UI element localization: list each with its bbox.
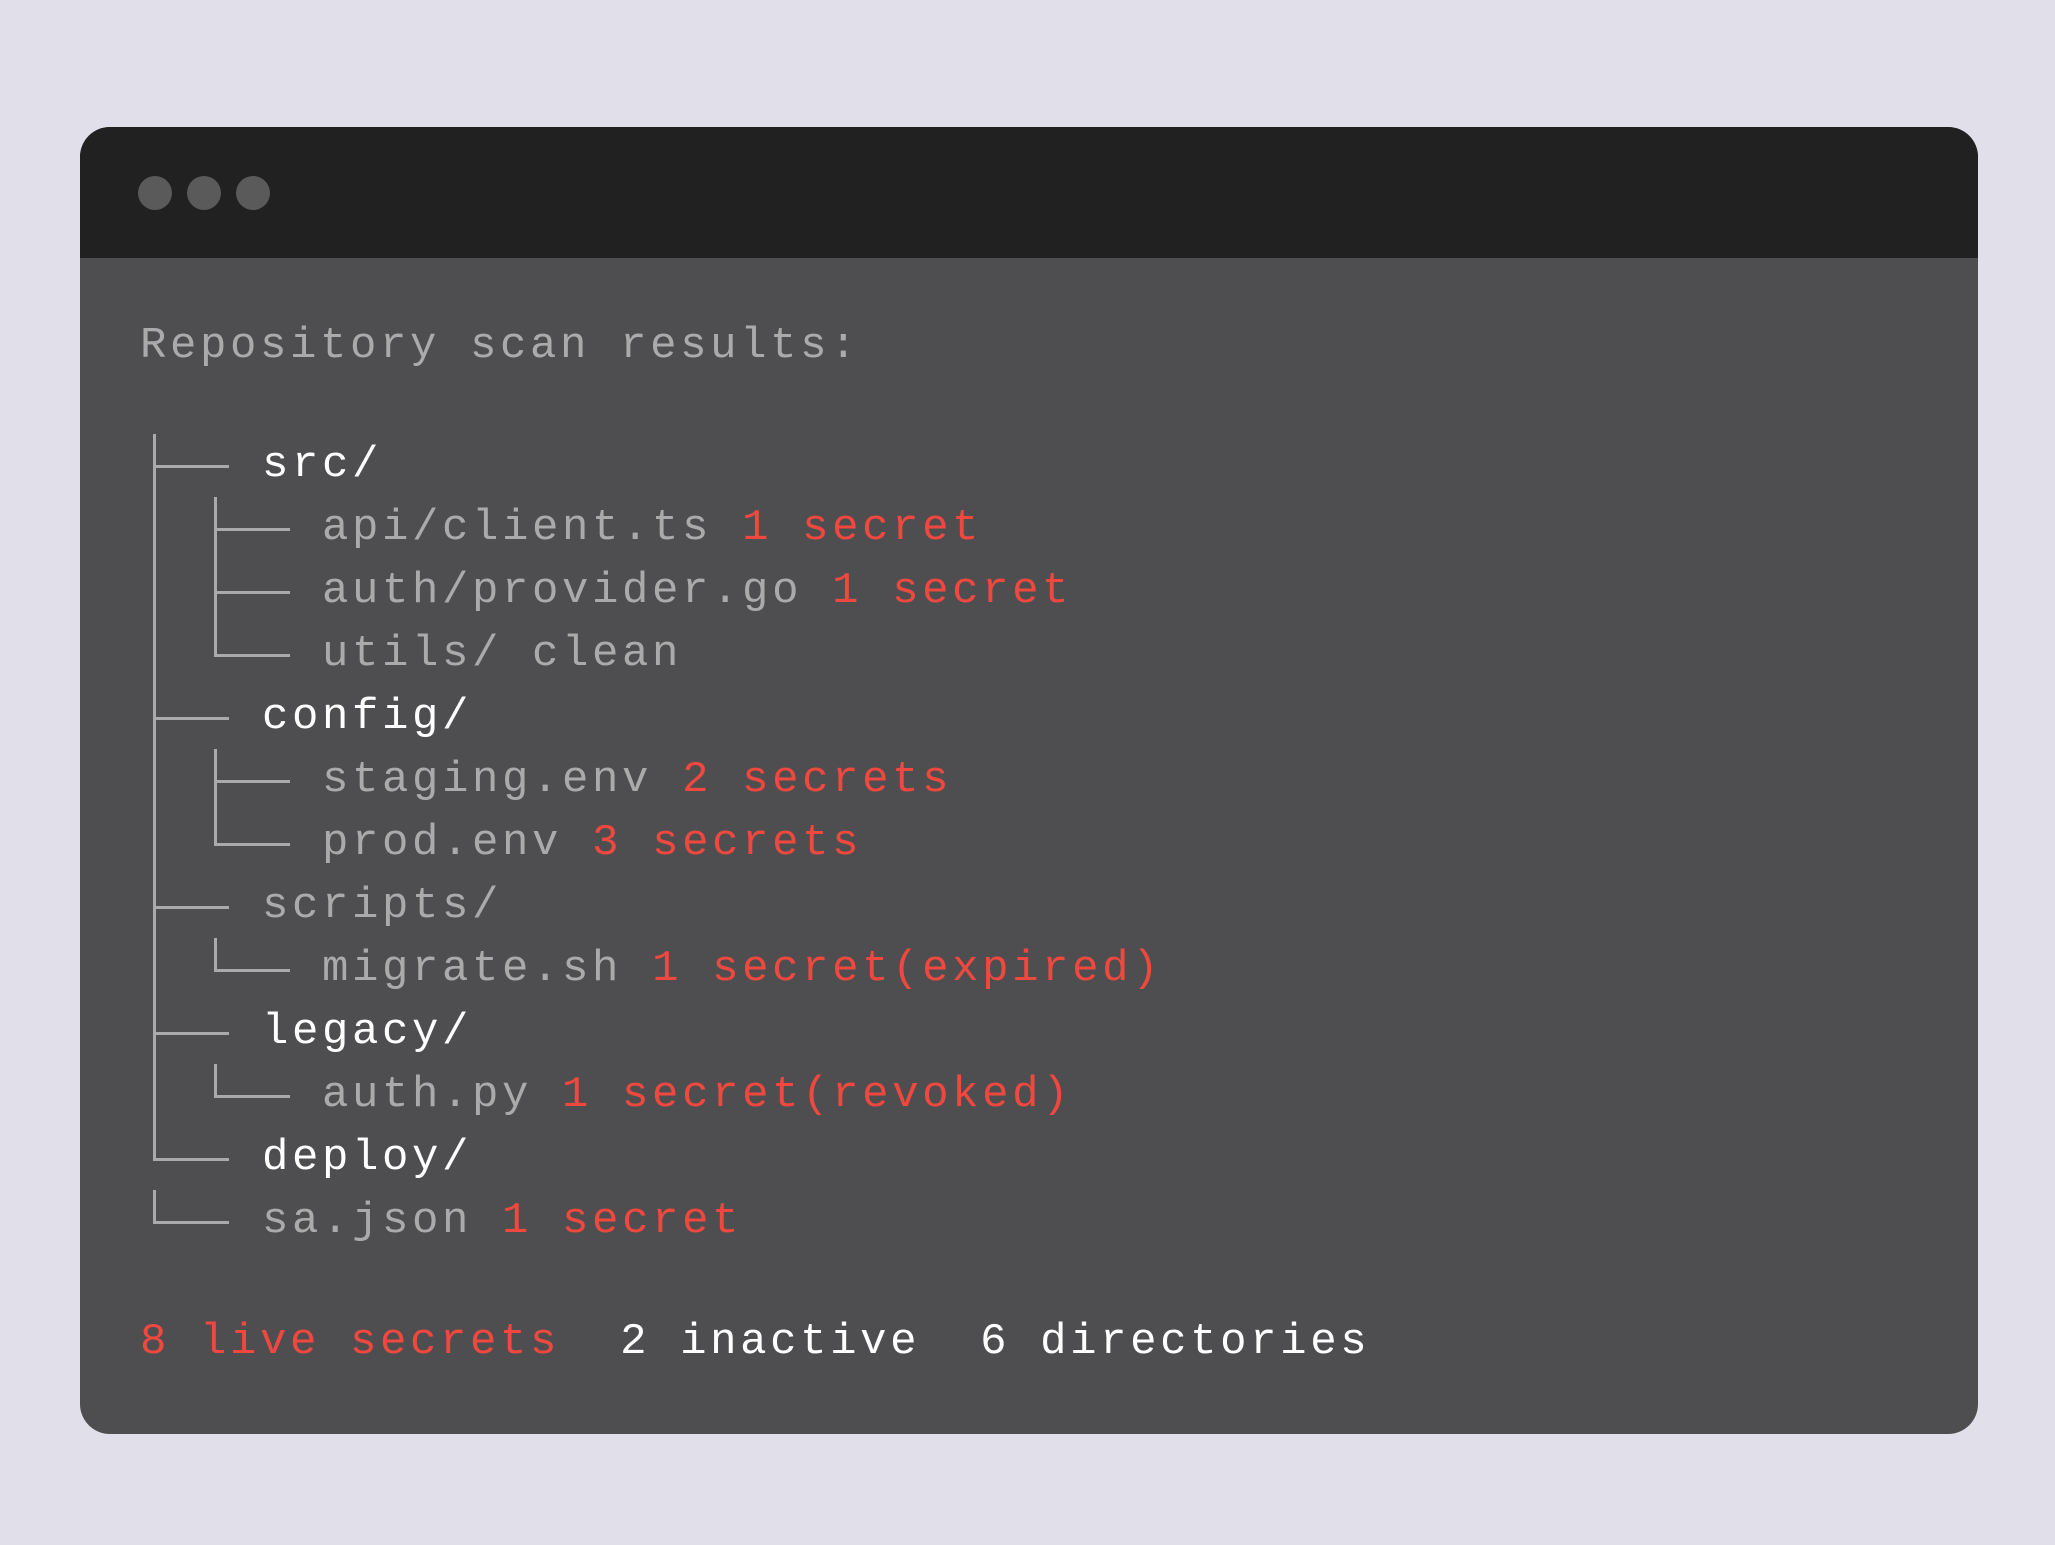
tree-connector-horizontal — [214, 968, 290, 972]
file-entry[interactable]: utils/ clean — [322, 623, 682, 686]
tree-connector-vertical — [214, 1064, 217, 1097]
tree-row: src/ — [80, 434, 1978, 497]
tree-row: sa.json 1 secret — [80, 1190, 1978, 1253]
terminal-window: Repository scan results: src/api/client.… — [80, 127, 1978, 1434]
tree-row: staging.env 2 secrets — [80, 749, 1978, 812]
tree-connector-passthrough — [153, 1064, 156, 1127]
secret-status: 1 secret — [742, 503, 983, 553]
entry-name: sa.json — [262, 1196, 473, 1246]
tree-connector-horizontal — [214, 779, 290, 783]
maximize-window-control[interactable] — [236, 176, 270, 210]
tree-connector-horizontal — [153, 464, 229, 468]
entry-name: deploy/ — [262, 1133, 473, 1183]
directory-entry[interactable]: config/ — [262, 686, 472, 749]
entry-name: auth.py — [322, 1070, 533, 1120]
directories-count: 6 directories — [980, 1317, 1371, 1367]
tree-connector-horizontal — [153, 1157, 229, 1161]
secret-status: 3 secrets — [592, 818, 863, 868]
tree-connector-passthrough — [153, 623, 156, 686]
tree-row: config/ — [80, 686, 1978, 749]
secret-status: 1 secret — [502, 1196, 743, 1246]
tree-connector-vertical — [214, 812, 217, 845]
directory-entry[interactable]: scripts/ — [262, 875, 502, 938]
file-entry[interactable]: auth/provider.go 1 secret — [322, 560, 1072, 623]
tree-connector-horizontal — [214, 653, 290, 657]
tree-row: auth/provider.go 1 secret — [80, 560, 1978, 623]
close-window-control[interactable] — [138, 176, 172, 210]
entry-name: auth/provider.go — [322, 566, 803, 616]
title-bar — [80, 127, 1978, 258]
entry-name: staging.env — [322, 755, 653, 805]
file-entry[interactable]: prod.env 3 secrets — [322, 812, 862, 875]
minimize-window-control[interactable] — [187, 176, 221, 210]
tree-row: scripts/ — [80, 875, 1978, 938]
file-entry[interactable]: migrate.sh 1 secret(expired) — [322, 938, 1162, 1001]
tree-connector-horizontal — [153, 1031, 229, 1035]
scan-heading: Repository scan results: — [140, 321, 861, 371]
tree-connector-passthrough — [153, 938, 156, 1001]
tree-row: prod.env 3 secrets — [80, 812, 1978, 875]
entry-name: prod.env — [322, 818, 563, 868]
scan-summary: 8 live secrets 2 inactive 6 directories — [140, 1311, 1370, 1374]
entry-name: api/client.ts — [322, 503, 713, 553]
tree-connector-horizontal — [153, 1220, 229, 1224]
file-entry[interactable]: sa.json 1 secret — [262, 1190, 742, 1253]
secret-status: 1 secret(revoked) — [562, 1070, 1073, 1120]
tree-connector-passthrough — [153, 749, 156, 812]
file-entry[interactable]: auth.py 1 secret(revoked) — [322, 1064, 1072, 1127]
tree-connector-vertical — [153, 1190, 156, 1223]
tree-connector-passthrough — [153, 560, 156, 623]
secret-status: 1 secret(expired) — [652, 944, 1163, 994]
directory-entry[interactable]: legacy/ — [262, 1001, 472, 1064]
tree-connector-horizontal — [214, 1094, 290, 1098]
live-secrets-count: 8 live secrets — [140, 1317, 561, 1367]
tree-row: auth.py 1 secret(revoked) — [80, 1064, 1978, 1127]
tree-connector-horizontal — [214, 842, 290, 846]
tree-connector-passthrough — [153, 812, 156, 875]
tree-connector-passthrough — [153, 497, 156, 560]
tree-connector-vertical — [214, 623, 217, 656]
tree-row: legacy/ — [80, 1001, 1978, 1064]
directory-entry[interactable]: deploy/ — [262, 1127, 472, 1190]
tree-row: migrate.sh 1 secret(expired) — [80, 938, 1978, 1001]
tree-row: utils/ clean — [80, 623, 1978, 686]
file-entry[interactable]: staging.env 2 secrets — [322, 749, 952, 812]
tree-connector-vertical — [153, 1127, 156, 1160]
tree-connector-horizontal — [153, 716, 229, 720]
tree-connector-vertical — [214, 938, 217, 971]
directory-entry[interactable]: src/ — [262, 434, 382, 497]
tree-connector-horizontal — [153, 905, 229, 909]
entry-name: legacy/ — [262, 1007, 473, 1057]
file-entry[interactable]: api/client.ts 1 secret — [322, 497, 982, 560]
tree-row: api/client.ts 1 secret — [80, 497, 1978, 560]
secret-status: 2 secrets — [682, 755, 953, 805]
entry-name: src/ — [262, 440, 383, 490]
entry-name: migrate.sh — [322, 944, 623, 994]
entry-name: config/ — [262, 692, 473, 742]
tree-row: deploy/ — [80, 1127, 1978, 1190]
inactive-count: 2 inactive — [620, 1317, 921, 1367]
entry-name: scripts/ — [262, 881, 503, 931]
secret-status: 1 secret — [832, 566, 1073, 616]
tree-connector-horizontal — [214, 527, 290, 531]
entry-name: utils/ clean — [322, 629, 683, 679]
tree-connector-horizontal — [214, 590, 290, 594]
